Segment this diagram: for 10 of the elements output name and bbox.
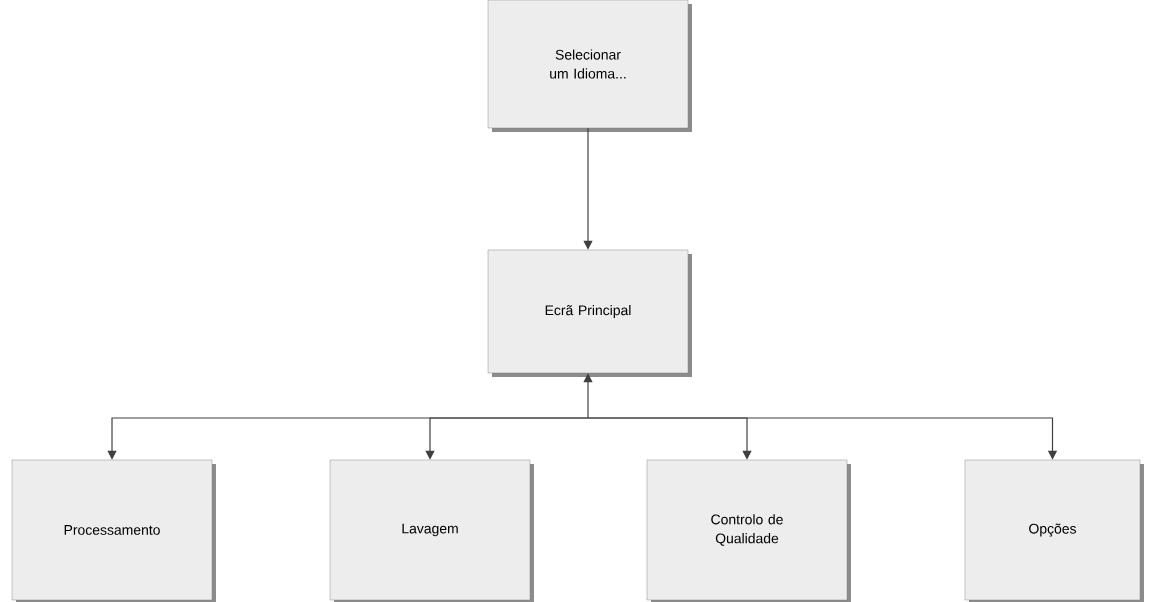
process-box: Selecionar um Idioma... [487, 0, 692, 132]
arrow [583, 373, 593, 419]
process-box: Lavagem [329, 459, 534, 602]
process-box: Ecrã Principal [487, 249, 692, 377]
process-box: Processamento [11, 459, 216, 602]
arrow [583, 127, 593, 250]
arrow [587, 417, 1058, 460]
arrow [425, 417, 589, 460]
process-box: Controlo de Qualidade [646, 459, 851, 602]
process-box: Opções [964, 459, 1144, 602]
